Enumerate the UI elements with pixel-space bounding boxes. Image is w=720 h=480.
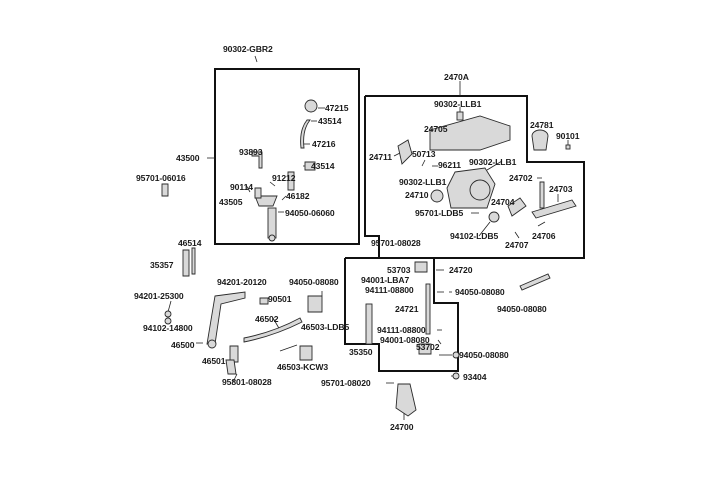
label-43514-top: 43514 [318,116,342,126]
label-95701-08028: 95701-08028 [371,238,421,248]
label-93893: 93893 [239,147,263,157]
label-90302-gbr2: 90302-GBR2 [223,44,273,54]
label-24700: 24700 [390,422,414,432]
label-94050-08080-d: 94050-08080 [459,350,509,360]
label-94102-ldb5: 94102-LDB5 [450,231,499,241]
label-24711: 24711 [369,152,392,162]
label-24704: 24704 [491,197,515,207]
label-90501: 90501 [268,294,292,304]
label-94201-20120: 94201-20120 [217,277,267,287]
label-94201-25300: 94201-25300 [134,291,184,301]
label-24705: 24705 [424,124,448,134]
label-46514: 46514 [178,238,202,248]
group-box-24720 [344,257,459,372]
label-90101: 90101 [556,131,580,141]
label-90302-llb1-right: 90302-LLB1 [469,157,517,167]
label-24706: 24706 [532,231,556,241]
label-50713: 50713 [412,149,436,159]
label-35357: 35357 [150,260,174,270]
label-94111-08800-a: 94111-08800 [365,285,414,295]
label-96211: 96211 [438,160,461,170]
label-46503-kcw3: 46503-KCW3 [277,362,329,372]
label-43500: 43500 [176,153,200,163]
label-94001-08080: 94001-08080 [380,335,430,345]
label-43514-bottom: 43514 [311,161,335,171]
label-24720: 24720 [449,265,473,275]
label-47216: 47216 [312,139,336,149]
label-95701-08020: 95701-08020 [321,378,371,388]
part-drawings [161,99,577,417]
label-94050-06060: 94050-06060 [285,208,335,218]
label-53703: 53703 [387,265,411,275]
label-24710: 24710 [405,190,429,200]
label-47215: 47215 [325,103,349,113]
label-90114: 90114 [230,182,253,192]
label-53702: 53702 [416,342,440,352]
label-24721: 24721 [395,304,419,314]
label-46182: 46182 [286,191,310,201]
label-24703: 24703 [549,184,573,194]
label-24707: 24707 [505,240,529,250]
label-94050-08080-a: 94050-08080 [289,277,339,287]
label-46500: 46500 [171,340,195,350]
label-95801-08028: 95801-08028 [222,377,272,387]
label-94050-08080-b: 94050-08080 [455,287,505,297]
label-93404: 93404 [463,372,487,382]
label-2470a: 2470A [444,72,469,82]
label-46502: 46502 [255,314,279,324]
label-24781: 24781 [530,120,554,130]
label-91212: 91212 [272,173,296,183]
label-94001-lba7: 94001-LBA7 [361,275,410,285]
label-94102-14800: 94102-14800 [143,323,193,333]
label-46501: 46501 [202,356,226,366]
group-box-43500 [214,68,360,245]
label-95701-ldb5: 95701-LDB5 [415,208,464,218]
label-94111-08800-b: 94111-08800 [377,325,426,335]
label-24702: 24702 [509,173,533,183]
label-95701-06016: 95701-06016 [136,173,186,183]
label-94050-08080-c: 94050-08080 [497,304,547,314]
label-43505: 43505 [219,197,243,207]
label-35350: 35350 [349,347,373,357]
label-90302-llb1-top: 90302-LLB1 [434,99,482,109]
label-90302-llb1-left: 90302-LLB1 [399,177,447,187]
group-box-2470a [364,95,585,259]
label-46503-ldb5: 46503-LDB5 [301,322,350,332]
